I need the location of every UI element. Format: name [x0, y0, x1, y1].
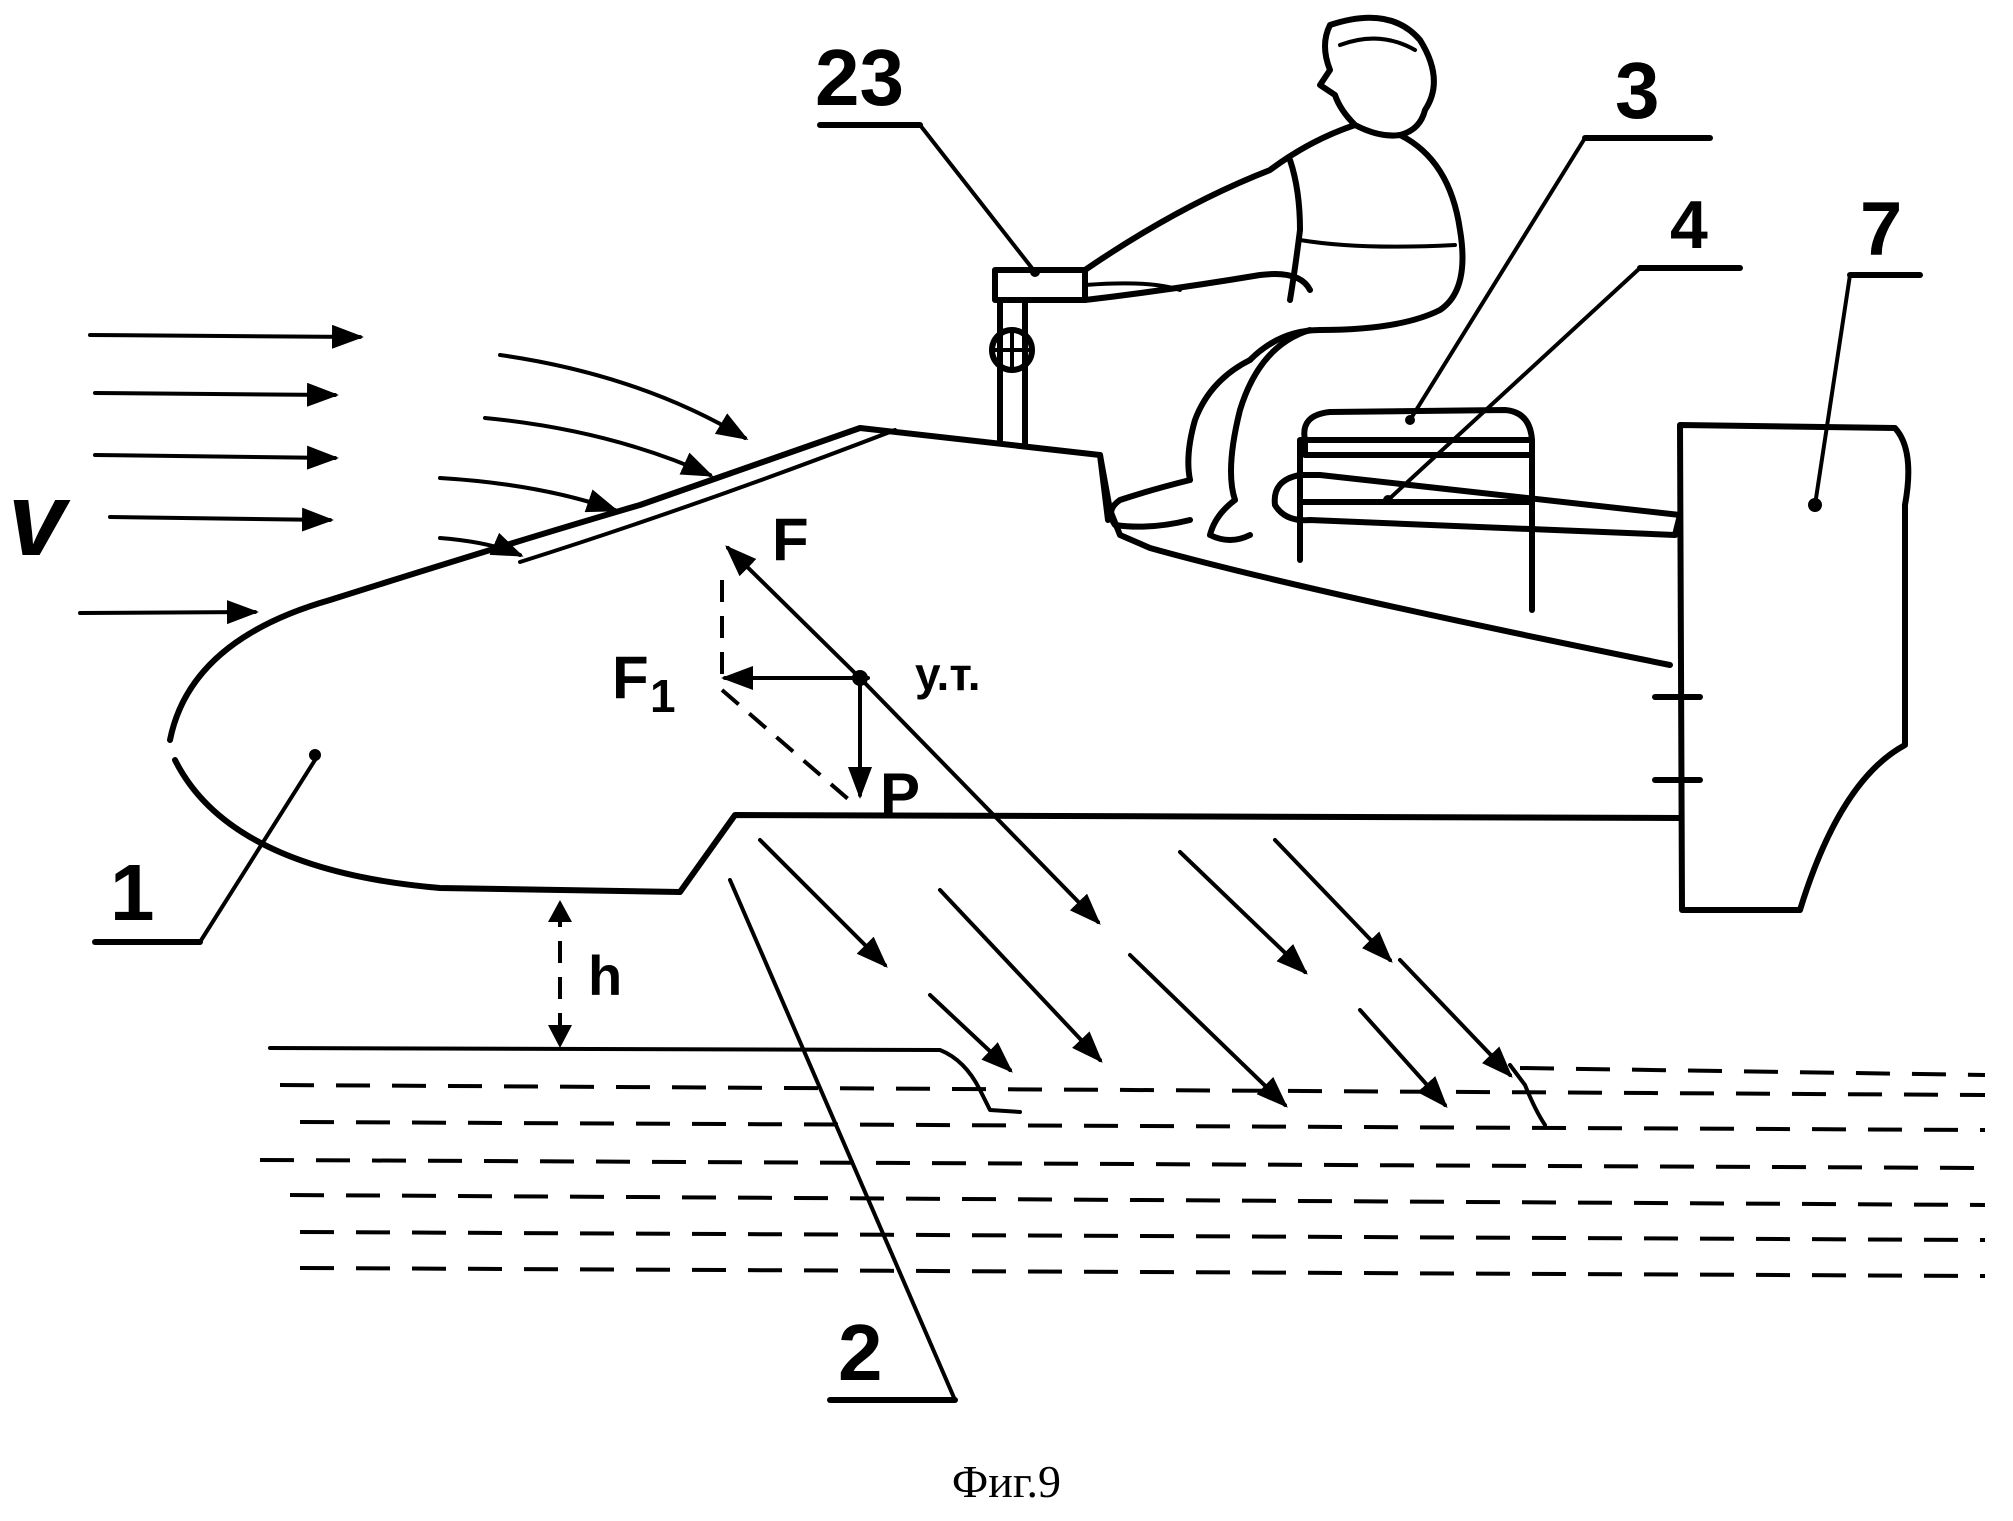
- force-diagram: [309, 267, 1822, 925]
- steering-column: [989, 267, 1088, 448]
- airflow-arrows: [78, 324, 749, 625]
- label-force-p: P: [880, 761, 920, 828]
- seat: [1297, 407, 1535, 613]
- height-indicator: [548, 900, 572, 1048]
- rear-unit: [1652, 422, 1912, 913]
- label-velocity: v: [8, 462, 71, 578]
- leader-lines: [92, 122, 1923, 1403]
- rider: [1082, 14, 1466, 543]
- label-3: 3: [1615, 46, 1660, 135]
- label-height: h: [588, 944, 622, 1007]
- shaft: [1271, 472, 1683, 538]
- label-1: 1: [110, 848, 155, 937]
- label-force-f: F: [772, 506, 809, 573]
- label-force-f1: F: [612, 644, 649, 711]
- label-4: 4: [1670, 187, 1708, 263]
- hull: [167, 425, 1683, 895]
- label-23: 23: [815, 33, 904, 122]
- label-force-f1-subscript: 1: [650, 670, 676, 722]
- label-2: 2: [838, 1308, 883, 1397]
- figure-caption: Фиг.9: [951, 1456, 1062, 1507]
- label-center-of-gravity: у.т.: [915, 648, 981, 700]
- label-7: 7: [1860, 187, 1902, 272]
- water-surface: [259, 1046, 1986, 1278]
- downwash-arrows: [758, 838, 1513, 1108]
